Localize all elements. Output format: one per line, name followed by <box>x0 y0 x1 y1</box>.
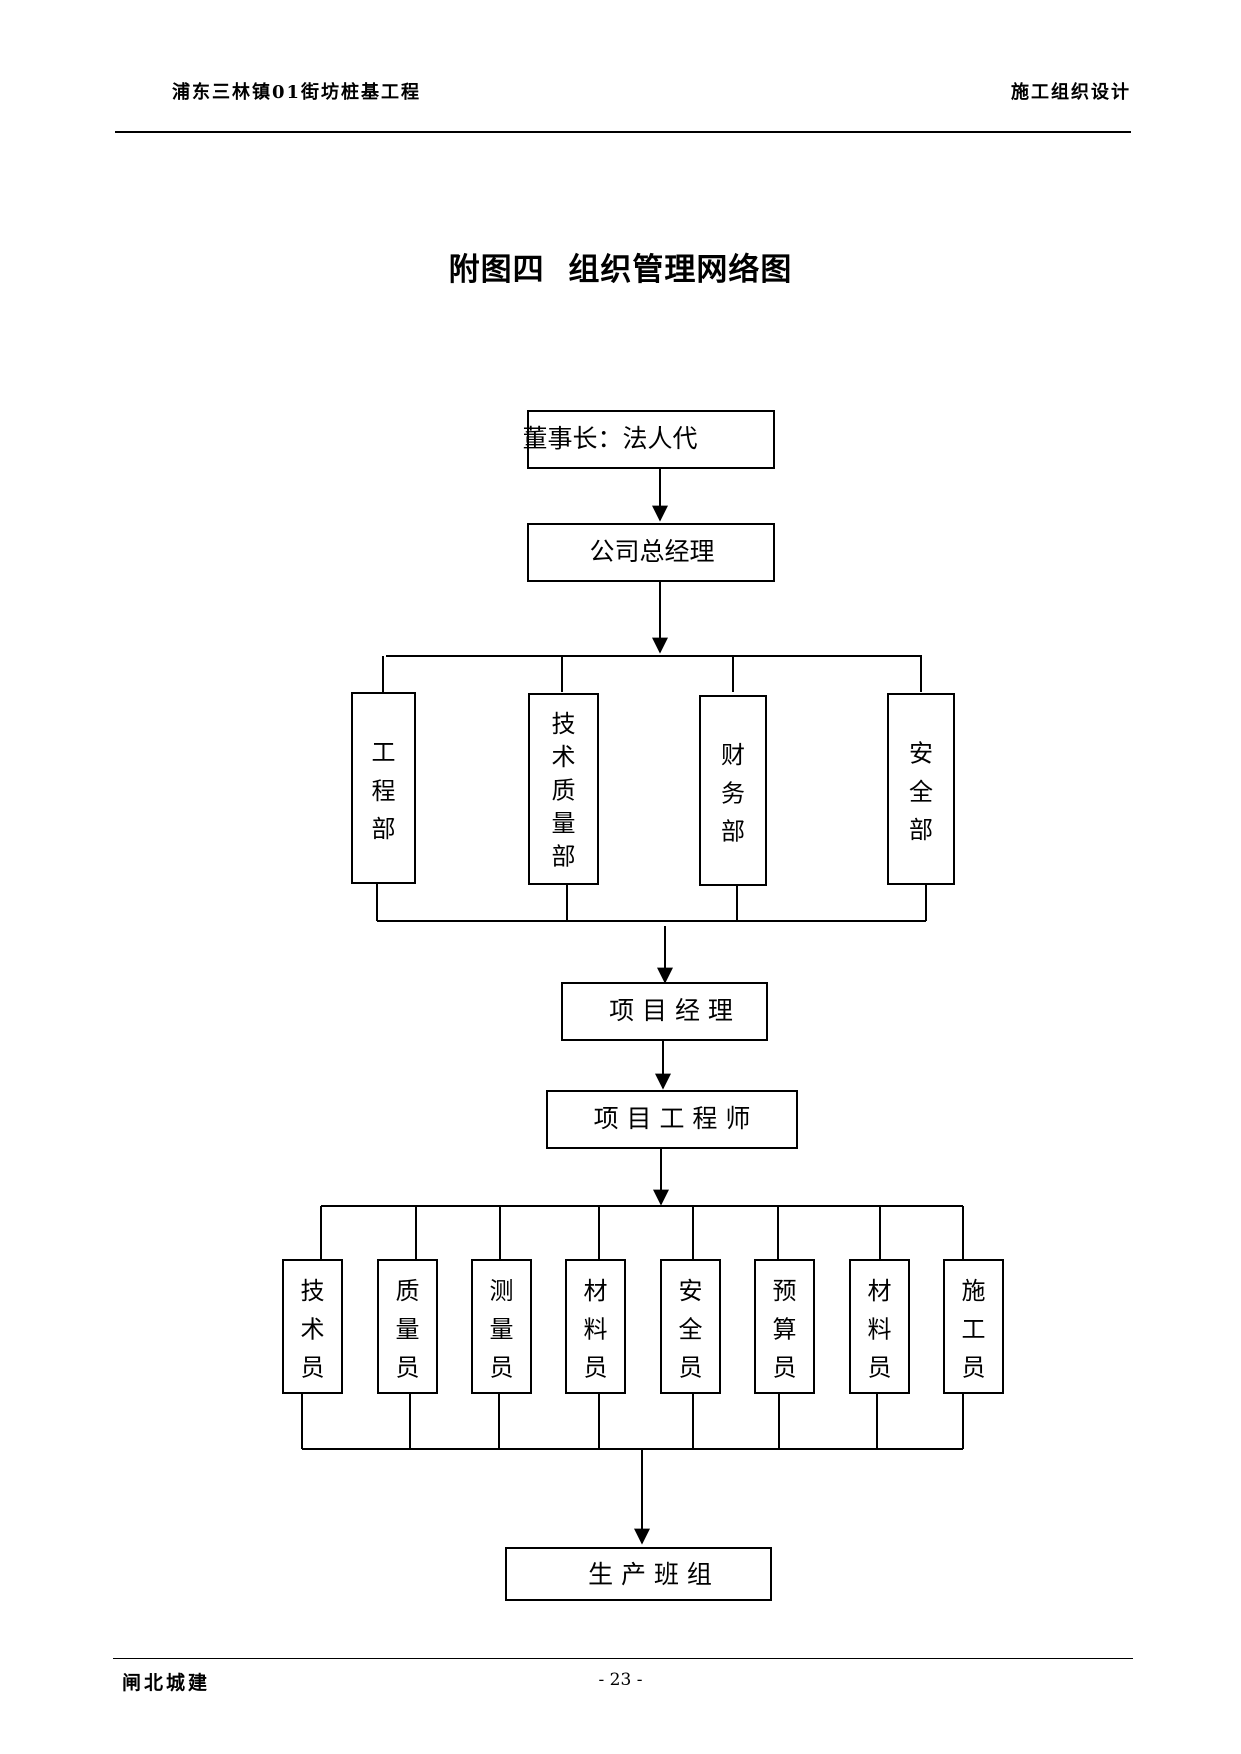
department-label-4-char: 部 <box>909 816 933 844</box>
staff-label-2-char: 质 <box>396 1277 420 1305</box>
staff-box-5 <box>660 1259 721 1394</box>
department-box-2 <box>528 693 599 885</box>
header-rule <box>115 131 1131 133</box>
staff-box-4 <box>565 1259 626 1394</box>
department-box-1 <box>351 692 416 884</box>
department-box-3 <box>699 695 767 886</box>
department-label-2-char: 量 <box>552 809 576 837</box>
staff-label-7-char: 材 <box>868 1277 892 1305</box>
department-label-3-char: 财 <box>721 741 745 769</box>
department-label-1-char: 程 <box>372 777 396 805</box>
staff-label-3: 测量员 <box>490 1277 514 1382</box>
staff-label-4-char: 材 <box>584 1277 608 1305</box>
staff-label-7-char: 员 <box>868 1354 892 1382</box>
department-label-3-char: 务 <box>721 779 745 807</box>
department-label-1-char: 工 <box>372 738 396 766</box>
project-manager-label: 项 目 经 理 <box>609 996 733 1025</box>
department-label-1-char: 部 <box>372 815 396 843</box>
staff-label-8-char: 施 <box>962 1277 986 1305</box>
staff-label-1-char: 员 <box>301 1354 325 1382</box>
department-box-4 <box>887 693 955 885</box>
department-label-2-char: 技 <box>552 710 576 738</box>
staff-box-2 <box>377 1259 438 1394</box>
chairman-label: 董事长：法人代 <box>522 424 697 453</box>
footer-company: 闸北城建 <box>122 1672 211 1694</box>
staff-label-7-char: 料 <box>868 1315 892 1343</box>
staff-label-5-char: 员 <box>679 1354 703 1382</box>
staff-box-1 <box>282 1259 343 1394</box>
department-label-2-char: 质 <box>552 776 576 804</box>
department-label-4-char: 安 <box>909 739 933 767</box>
staff-box-7 <box>849 1259 910 1394</box>
production-team-label: 生 产 班 组 <box>588 1560 712 1589</box>
staff-label-5: 安全员 <box>679 1277 703 1382</box>
staff-label-2-char: 量 <box>396 1315 420 1343</box>
staff-label-6-char: 员 <box>773 1354 797 1382</box>
staff-label-3-char: 测 <box>490 1277 514 1305</box>
staff-label-8-char: 工 <box>962 1315 986 1343</box>
header-project-name: 浦东三林镇01街坊桩基工程 <box>172 82 422 103</box>
page-title: 附图四 组织管理网络图 <box>0 244 1241 289</box>
footer-rule <box>113 1658 1133 1659</box>
staff-label-6: 预算员 <box>773 1277 797 1382</box>
staff-label-3-char: 量 <box>490 1315 514 1343</box>
staff-label-5-char: 全 <box>679 1315 703 1343</box>
staff-label-4: 材料员 <box>584 1277 608 1382</box>
department-label-3: 财务部 <box>721 741 745 846</box>
staff-label-2: 质量员 <box>396 1277 420 1382</box>
staff-label-4-char: 料 <box>584 1315 608 1343</box>
title-figure-name: 组织管理网络图 <box>568 252 793 288</box>
staff-box-6 <box>754 1259 815 1394</box>
general-manager-label: 公司总经理 <box>589 537 714 566</box>
staff-label-3-char: 员 <box>490 1354 514 1382</box>
staff-box-8 <box>943 1259 1004 1394</box>
department-label-4-char: 全 <box>909 778 933 806</box>
staff-label-1: 技术员 <box>301 1277 325 1382</box>
department-label-2-char: 部 <box>552 843 576 871</box>
staff-label-7: 材料员 <box>868 1277 892 1382</box>
project-engineer-label: 项 目 工 程 师 <box>594 1104 751 1133</box>
staff-label-1-char: 术 <box>301 1315 325 1343</box>
staff-label-6-char: 算 <box>773 1315 797 1343</box>
project-manager-box <box>561 982 768 1041</box>
staff-label-1-char: 技 <box>301 1277 325 1305</box>
title-figure-number: 附图四 <box>448 252 545 288</box>
staff-label-6-char: 预 <box>773 1277 797 1305</box>
department-label-4: 安全部 <box>909 739 933 844</box>
page-number: - 23 - <box>598 1670 643 1690</box>
staff-box-3 <box>471 1259 532 1394</box>
production-team-box <box>505 1547 772 1601</box>
staff-label-8-char: 员 <box>962 1354 986 1382</box>
department-label-3-char: 部 <box>721 818 745 846</box>
staff-label-5-char: 安 <box>679 1277 703 1305</box>
project-engineer-box <box>546 1090 798 1149</box>
staff-label-4-char: 员 <box>584 1354 608 1382</box>
department-label-2-char: 术 <box>552 743 576 771</box>
staff-label-8: 施工员 <box>962 1277 986 1382</box>
department-label-1: 工程部 <box>372 738 396 843</box>
chairman-box <box>527 410 775 469</box>
staff-label-2-char: 员 <box>396 1354 420 1382</box>
header-doc-type: 施工组织设计 <box>1011 82 1131 103</box>
general-manager-box <box>527 523 775 582</box>
